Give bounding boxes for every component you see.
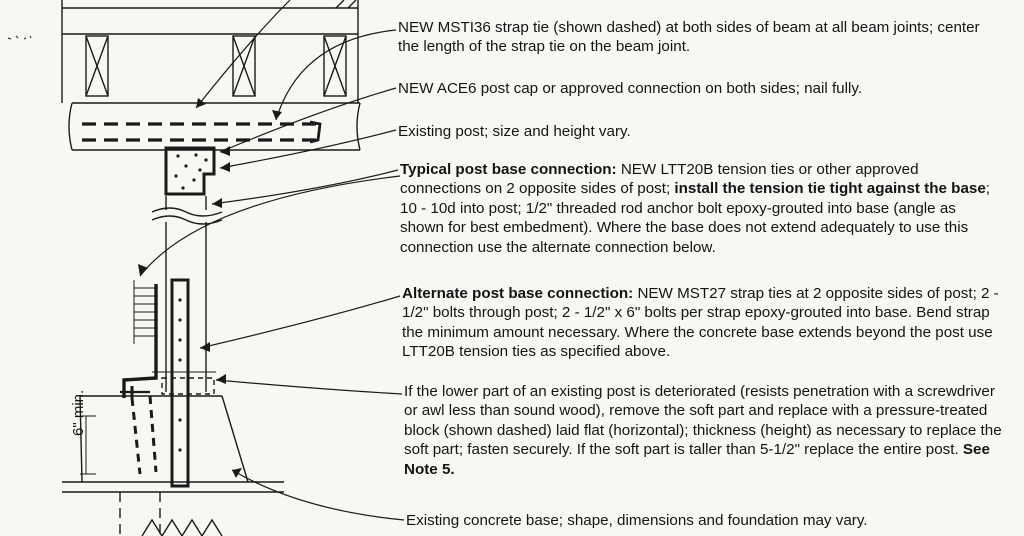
hatched-area [133,280,158,344]
strap-bolts [178,298,182,452]
leader-lines [139,0,405,521]
note-strap-tie: NEW MSTI36 strap tie (shown dashed) at b… [398,19,980,56]
stray-marks [7,35,32,40]
note-alternate-base: Alternate post base connection: NEW MST2… [402,284,1002,362]
dimension-label: 6" min. [70,389,87,436]
alternate-base-text: NEW MST27 strap ties at 2 opposite sides… [402,285,999,361]
strap-tie-dashed [82,122,316,142]
typical-base-heading: Typical post base connection: [400,161,617,178]
arrowheads [138,98,282,478]
note-post-cap: NEW ACE6 post cap or approved connection… [398,80,863,97]
note-existing-post: Existing post; size and height vary. [398,123,631,140]
typical-base-text-1: NEW LTT20B tension ties or other approve… [400,161,919,198]
typical-base-bold: install the tension tie tight against th… [674,180,986,198]
beam [68,102,361,151]
pressure-treated-block [161,377,215,395]
alternate-strap [122,278,190,488]
post-cap [164,146,216,196]
alternate-base-heading: Alternate post base connection: [402,285,634,302]
note-concrete-base: Existing concrete base; shape, dimension… [406,512,868,529]
deteriorated-text: If the lower part of an existing post is… [404,383,1002,459]
concrete-base [62,395,284,536]
note-typical-base: Typical post base connection: NEW LTT20B… [400,160,1000,257]
post-cap-nails [174,153,208,190]
note-deteriorated-post: If the lower part of an existing post is… [404,382,1004,479]
see-note-5: See Note 5. [404,441,990,478]
cross-bracing [61,0,359,103]
tension-tie-anchor [120,386,158,475]
dimension-line [80,415,96,475]
strap-tie-end [309,120,322,144]
typical-base-text-2: ; 10 - 10d into post; 1/2" threaded rod … [400,180,991,256]
